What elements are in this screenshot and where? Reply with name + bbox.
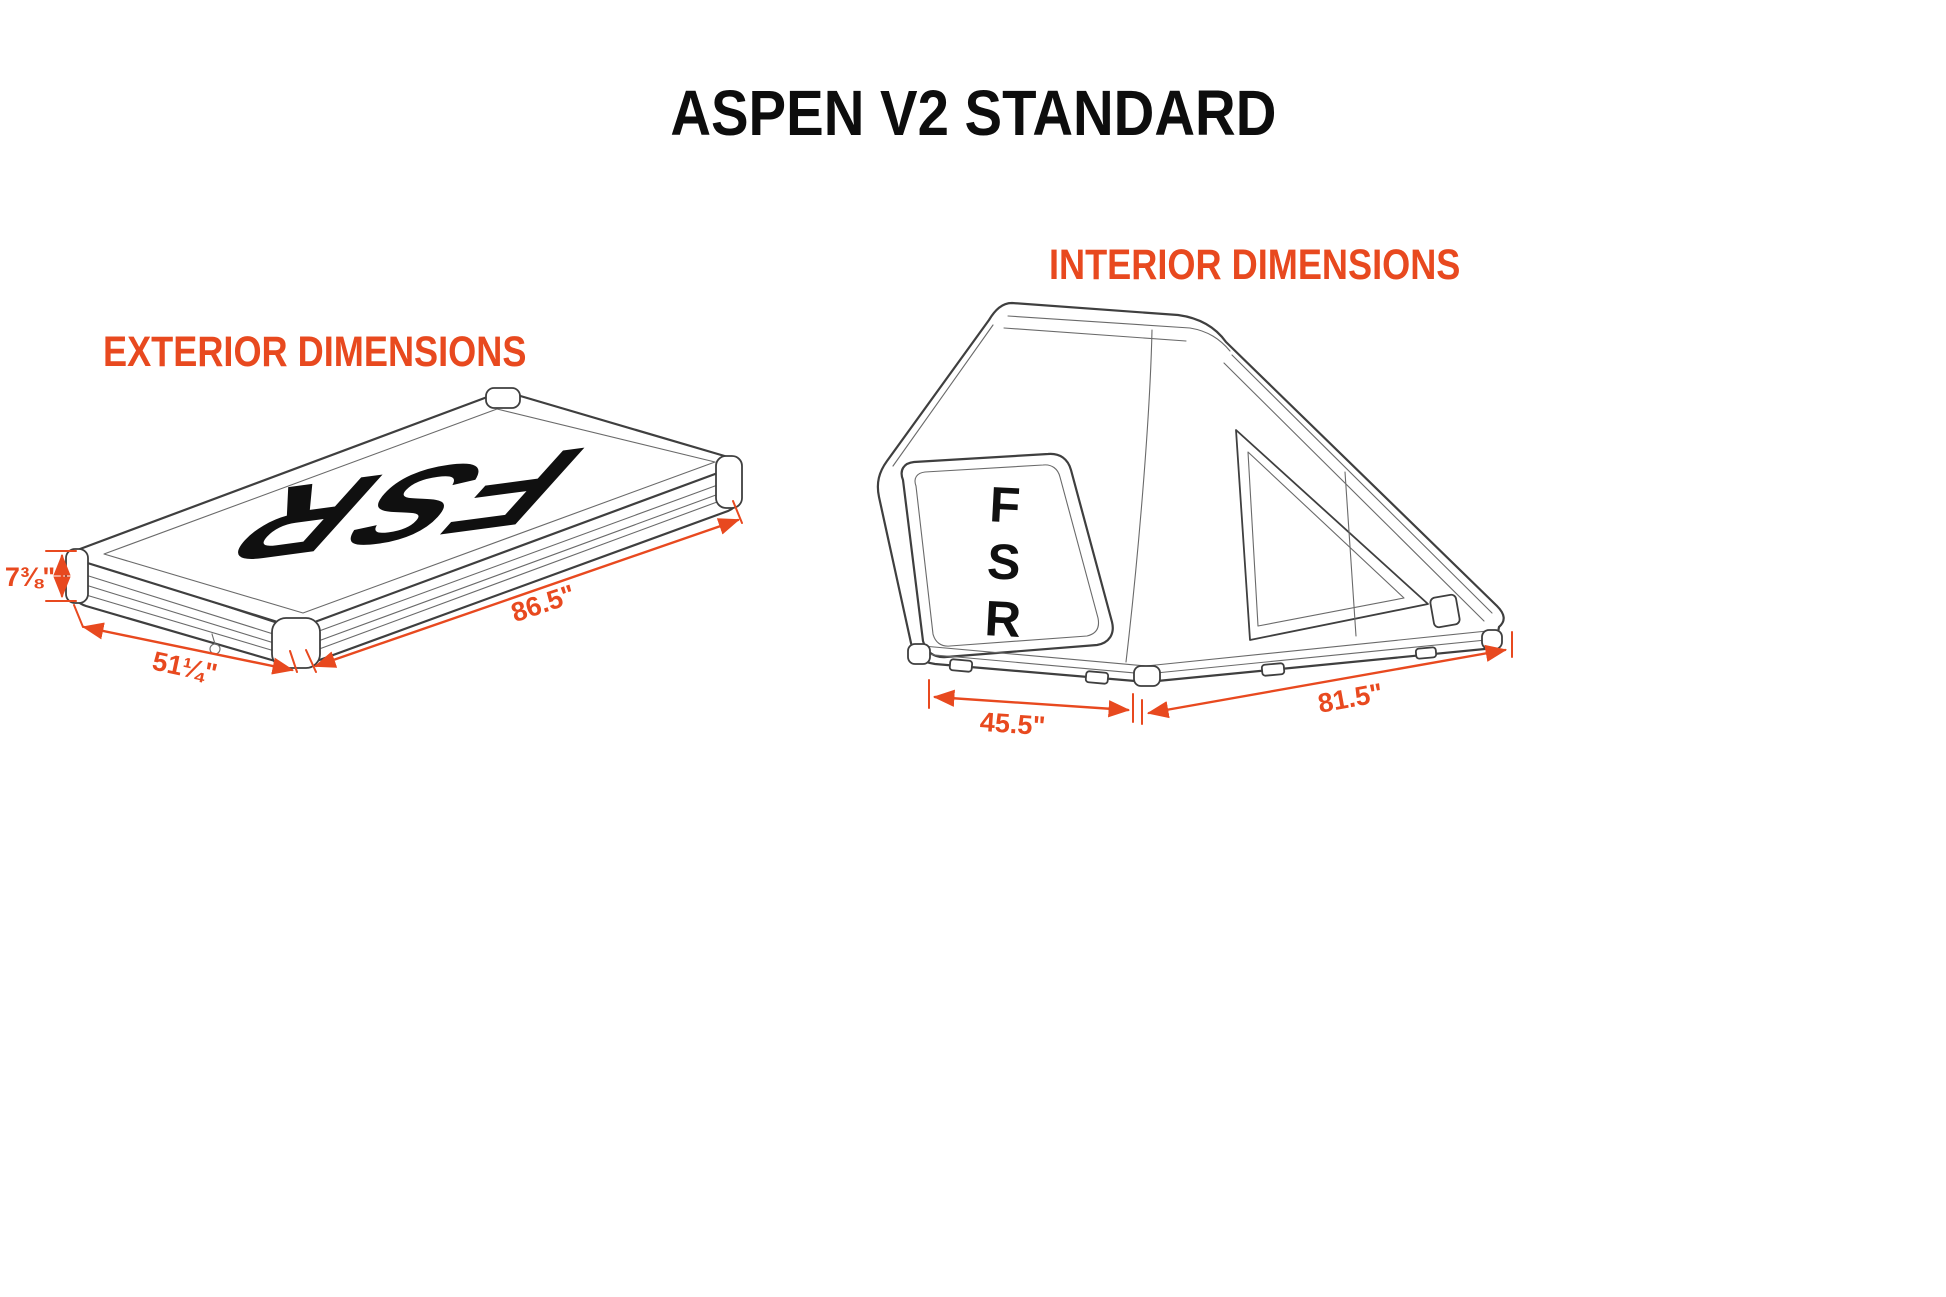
side-window-inner-line: [1247, 451, 1405, 627]
rail-corner-cap: [1481, 629, 1503, 650]
rail-corner-cap: [907, 643, 931, 665]
interior-length-extension-ticks: [1141, 631, 1513, 725]
interior-tent-drawing: F S R: [876, 301, 1505, 687]
tip-vent-detail: [1429, 593, 1461, 629]
rail-bracket: [948, 658, 974, 673]
exterior-corner-guard-right: [715, 455, 743, 509]
interior-width-extension-ticks: [928, 679, 1134, 723]
rail-bracket: [1260, 662, 1286, 677]
exterior-dimensions-heading-text: EXTERIOR DIMENSIONS: [103, 328, 527, 376]
interior-fsr-logo: F S R: [983, 476, 1022, 648]
exterior-corner-guard-back: [485, 387, 521, 409]
interior-length-dimension-label: 81.5": [1316, 678, 1386, 719]
ridge-detail-lines: [1223, 354, 1493, 622]
interior-length-dimension-line: [1146, 644, 1508, 719]
interior-width-dimension-label: 45.5": [979, 707, 1046, 741]
rail-corner-cap: [1133, 665, 1161, 687]
exterior-corner-guard-front: [271, 617, 321, 669]
interior-dimensions-heading: INTERIOR DIMENSIONS: [1049, 241, 1539, 290]
height-dimension-label: 7⅜": [5, 562, 55, 592]
front-fabric-panel-inner-line: [914, 464, 1100, 647]
interior-fsr-letter-s: S: [986, 533, 1022, 591]
exterior-tent-drawing: FSR: [65, 387, 743, 669]
length-extension-ticks: [305, 500, 743, 673]
height-extension-ticks: [45, 550, 77, 602]
length-dimension-line: [313, 518, 741, 668]
interior-fsr-letter-r: R: [983, 590, 1022, 648]
interior-fsr-letter-f: F: [988, 476, 1021, 534]
front-box-seam-lines: [892, 324, 1153, 663]
exterior-corner-guard-left: [65, 548, 89, 604]
rail-bracket: [1414, 646, 1438, 660]
roof-cap-detail-lines: [1003, 315, 1231, 352]
page-title: ASPEN V2 STANDARD: [0, 76, 1946, 150]
interior-width-dimension-line: [932, 689, 1131, 718]
front-fabric-panel: [900, 452, 1114, 659]
tent-pole-line: [1344, 471, 1357, 637]
exterior-top-face-rim-line: [103, 408, 716, 614]
rail-bracket: [1084, 670, 1110, 685]
width-dimension-line: [81, 622, 295, 675]
side-window-outline: [1235, 429, 1429, 641]
exterior-dimensions-heading: EXTERIOR DIMENSIONS: [103, 328, 607, 377]
interior-dimensions-heading-text: INTERIOR DIMENSIONS: [1049, 241, 1461, 289]
page-title-text: ASPEN V2 STANDARD: [669, 77, 1277, 149]
